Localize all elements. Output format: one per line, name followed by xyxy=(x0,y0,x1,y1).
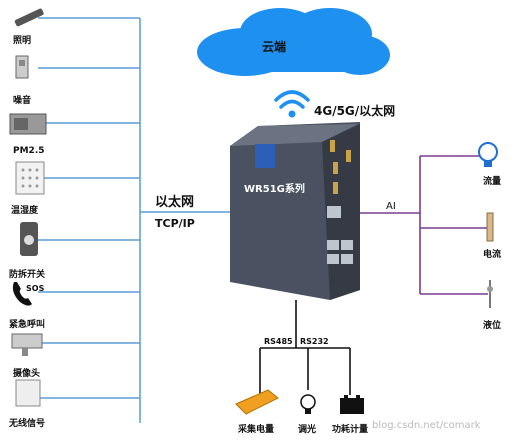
device-label: 流量 xyxy=(483,177,502,187)
device-label: 电流 xyxy=(483,250,502,260)
device-label: 无线信号 xyxy=(9,419,46,429)
device-label: 采集电量 xyxy=(238,425,275,435)
router-blue-badge xyxy=(255,144,275,168)
cloud-label: 云端 xyxy=(262,40,287,54)
device-label: 液位 xyxy=(483,321,502,331)
device-label: PM2.5 xyxy=(13,146,45,156)
device-label: 紧急呼叫 xyxy=(9,320,46,330)
sos-text: SOS xyxy=(26,284,45,293)
watermark: blog.csdn.net/comark xyxy=(372,420,481,431)
device-label: 摄像头 xyxy=(13,369,41,379)
device-label: 温湿度 xyxy=(11,206,39,216)
tcpip-label: TCP/IP xyxy=(155,217,195,230)
rs232-label: RS232 xyxy=(300,337,329,346)
device-label: 防拆开关 xyxy=(9,270,46,280)
router-model: WR51G系列 xyxy=(244,184,305,195)
rs485-label: RS485 xyxy=(264,337,293,346)
device-label: 噪音 xyxy=(13,96,32,106)
wireless-label: 4G/5G/以太网 xyxy=(314,104,396,118)
device-label: 调光 xyxy=(298,425,317,435)
ethernet-label: 以太网 xyxy=(155,195,195,210)
device-label: 功耗计量 xyxy=(332,425,369,435)
device-label: 照明 xyxy=(13,36,32,46)
ai-label: AI xyxy=(386,201,396,212)
